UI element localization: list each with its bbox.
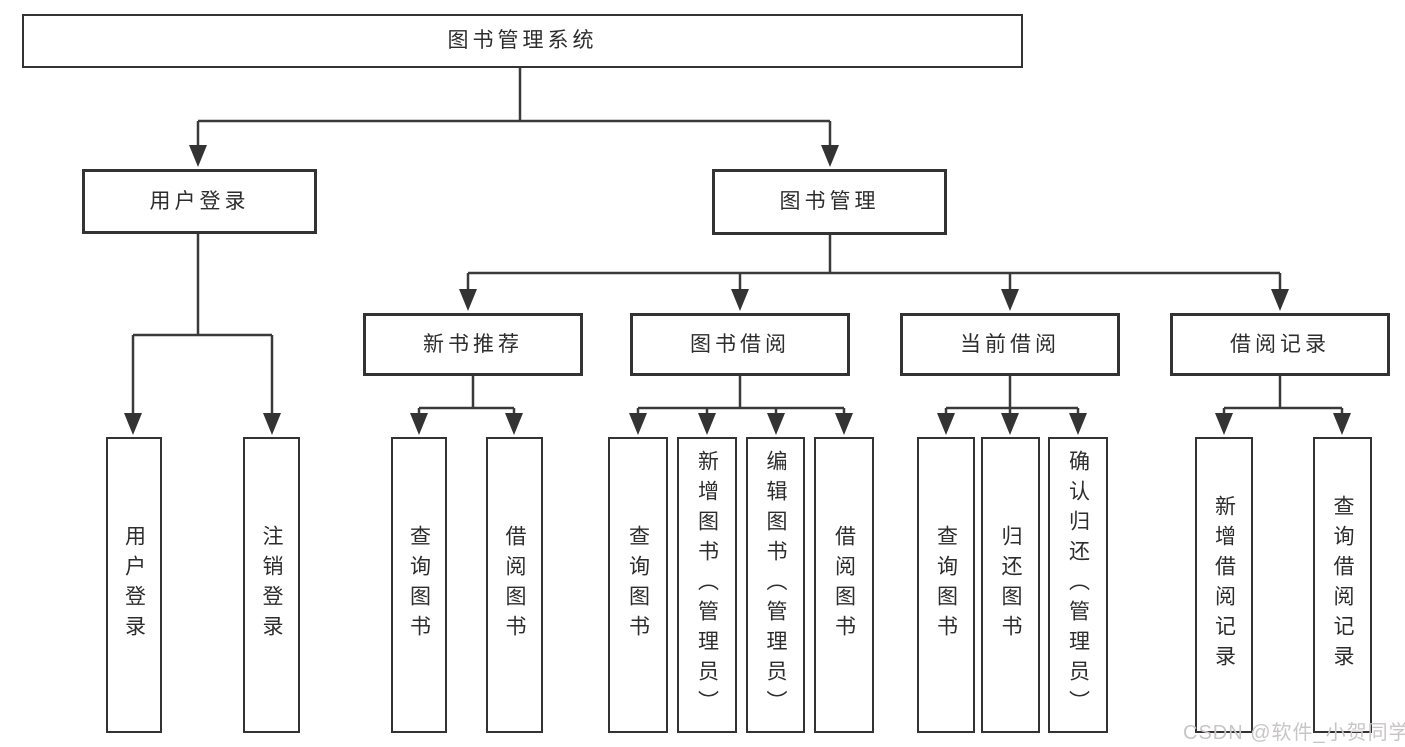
arrow-down-icon [1001, 413, 1019, 435]
arrow-down-icon [1271, 289, 1289, 311]
arrow-down-icon [124, 413, 142, 435]
node-current-borrow: 当前借阅 [900, 313, 1120, 376]
edge-root-to-level1 [196, 67, 832, 150]
node-cb-query: 查询图书 [917, 437, 975, 733]
node-cb-return: 归还图书 [981, 437, 1040, 733]
edge-book-mgmt-to-level2 [466, 234, 1282, 294]
arrow-down-icon [263, 413, 281, 435]
arrow-down-icon [410, 413, 428, 435]
arrow-down-icon [835, 413, 853, 435]
edge-book-borrow-to-leaves [636, 376, 846, 418]
arrow-down-icon [1001, 289, 1019, 311]
node-book-borrow: 图书借阅 [630, 313, 850, 376]
node-logout-leaf: 注销登录 [243, 437, 300, 733]
edge-current-borrow-to-leaves [944, 376, 1080, 418]
node-new-book-rec: 新书推荐 [363, 313, 583, 376]
node-bb-borrow: 借阅图书 [814, 437, 874, 733]
arrow-down-icon [1215, 413, 1233, 435]
edge-borrow-records-to-leaves [1222, 376, 1344, 418]
node-nbr-query: 查询图书 [391, 437, 447, 733]
node-bb-query: 查询图书 [608, 437, 668, 733]
edge-user-login-to-leaves [131, 233, 274, 418]
arrow-down-icon [629, 413, 647, 435]
node-user-login: 用户登录 [82, 169, 317, 234]
node-cb-confirm: 确认归还（管理员） [1048, 437, 1108, 733]
node-book-mgmt: 图书管理 [712, 169, 947, 235]
arrow-down-icon [189, 145, 207, 167]
arrow-down-icon [767, 413, 785, 435]
node-nbr-borrow: 借阅图书 [486, 437, 543, 733]
arrow-down-icon [698, 413, 716, 435]
watermark: CSDN @软件_小贺同学 [1183, 722, 1405, 744]
arrow-down-icon [821, 145, 839, 167]
node-bb-add: 新增图书（管理员） [677, 437, 737, 733]
node-br-add: 新增借阅记录 [1195, 437, 1253, 733]
arrowhead-icons [124, 145, 1351, 435]
node-login-leaf: 用户登录 [106, 437, 162, 733]
edge-lines [131, 67, 1344, 418]
arrow-down-icon [1333, 413, 1351, 435]
arrow-down-icon [459, 289, 477, 311]
node-bb-edit: 编辑图书（管理员） [746, 437, 805, 733]
arrow-down-icon [505, 413, 523, 435]
node-borrow-records: 借阅记录 [1170, 313, 1390, 376]
edge-new-book-rec-to-leaves [417, 376, 516, 418]
arrow-down-icon [1069, 413, 1087, 435]
node-br-query: 查询借阅记录 [1313, 437, 1372, 733]
node-root: 图书管理系统 [22, 14, 1023, 68]
arrow-down-icon [731, 289, 749, 311]
arrow-down-icon [937, 413, 955, 435]
